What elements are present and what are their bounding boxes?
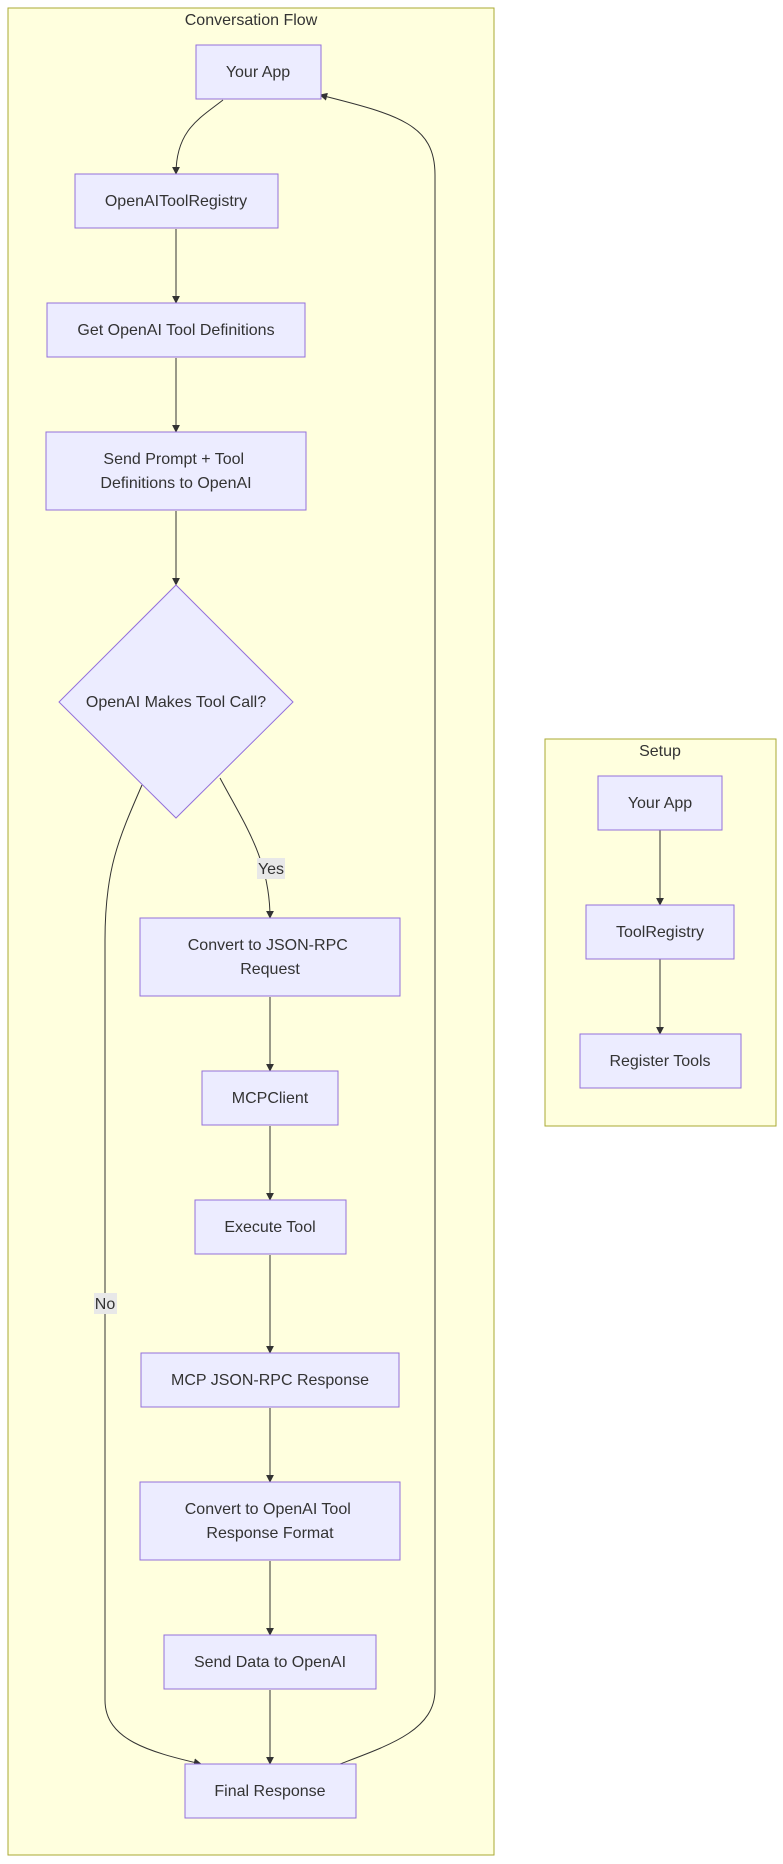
- edge-label-yes-bg: [257, 858, 285, 879]
- node-send-prompt-label: Send Prompt + Tool Definitions to OpenAI: [100, 451, 251, 492]
- node-openai-tool-registry: OpenAIToolRegistry: [74, 173, 279, 229]
- node-execute-tool-label: Execute Tool: [224, 1219, 315, 1236]
- node-final-response: Final Response: [184, 1763, 357, 1819]
- node-tool-registry-label: ToolRegistry: [616, 924, 704, 941]
- node-openai-tool-registry-label: OpenAIToolRegistry: [105, 193, 247, 210]
- node-mcp-client-label: MCPClient: [232, 1090, 309, 1107]
- node-final-response-box: [184, 1763, 357, 1819]
- node-your-app-box: [195, 44, 322, 100]
- node-setup-your-app: Your App: [597, 775, 723, 831]
- node-mcp-jsonrpc-response-label: MCP JSON-RPC Response: [171, 1372, 369, 1389]
- node-convert-openai-response-label: Convert to OpenAI Tool Response Format: [185, 1501, 355, 1542]
- edge-label-no-bg: [94, 1293, 117, 1314]
- node-mcp-jsonrpc-response: MCP JSON-RPC Response: [140, 1352, 400, 1408]
- node-get-openai-tool-definitions-box: [46, 302, 306, 358]
- node-openai-tool-registry-box: [74, 173, 279, 229]
- node-send-prompt: Send Prompt + Tool Definitions to OpenAI: [45, 431, 307, 511]
- node-your-app: Your App: [195, 44, 322, 100]
- node-convert-openai-response: Convert to OpenAI Tool Response Format: [139, 1481, 401, 1561]
- node-get-openai-tool-definitions-label: Get OpenAI Tool Definitions: [77, 322, 274, 339]
- node-execute-tool: Execute Tool: [194, 1199, 347, 1255]
- node-send-data-to-openai: Send Data to OpenAI: [163, 1634, 377, 1690]
- node-decision-tool-call-label: OpenAI Makes Tool Call?: [86, 694, 266, 711]
- edge-label-yes: Yes: [257, 858, 285, 879]
- node-convert-jsonrpc-request-box: [139, 917, 401, 997]
- edge-label-no-text: No: [95, 1296, 116, 1313]
- node-tool-registry: ToolRegistry: [585, 904, 735, 960]
- node-send-prompt-box: [45, 431, 307, 511]
- node-your-app-label: Your App: [226, 64, 290, 81]
- edges: [104, 92, 664, 1767]
- edge-decision-yes: [219, 777, 274, 919]
- node-mcp-jsonrpc-response-box: [140, 1352, 400, 1408]
- node-convert-jsonrpc-request-label: Convert to JSON-RPC Request: [188, 937, 353, 978]
- edge-final-back-to-app: [319, 92, 436, 1765]
- node-convert-jsonrpc-request: Convert to JSON-RPC Request: [139, 917, 401, 997]
- node-tool-registry-box: [585, 904, 735, 960]
- node-send-data-to-openai-box: [163, 1634, 377, 1690]
- edge-app-to-openai-registry: [172, 99, 224, 175]
- cluster-setup-title: Setup: [639, 743, 681, 760]
- edge-decision-no: [104, 784, 202, 1767]
- node-register-tools-box: [579, 1033, 742, 1089]
- node-decision-tool-call: OpenAI Makes Tool Call?: [58, 584, 294, 819]
- node-mcp-client-box: [201, 1070, 339, 1126]
- node-setup-your-app-box: [597, 775, 723, 831]
- node-register-tools-label: Register Tools: [609, 1053, 710, 1070]
- node-register-tools: Register Tools: [579, 1033, 742, 1089]
- edge-label-no: No: [94, 1293, 117, 1314]
- node-convert-openai-response-box: [139, 1481, 401, 1561]
- node-send-data-to-openai-label: Send Data to OpenAI: [194, 1654, 346, 1671]
- node-setup-your-app-label: Your App: [628, 795, 692, 812]
- node-execute-tool-box: [194, 1199, 347, 1255]
- cluster-conversation-flow-title: Conversation Flow: [185, 12, 318, 29]
- edge-label-yes-text: Yes: [258, 861, 284, 878]
- node-final-response-label: Final Response: [214, 1783, 325, 1800]
- node-get-openai-tool-definitions: Get OpenAI Tool Definitions: [46, 302, 306, 358]
- node-mcp-client: MCPClient: [201, 1070, 339, 1126]
- node-decision-tool-call-diamond: [58, 584, 294, 819]
